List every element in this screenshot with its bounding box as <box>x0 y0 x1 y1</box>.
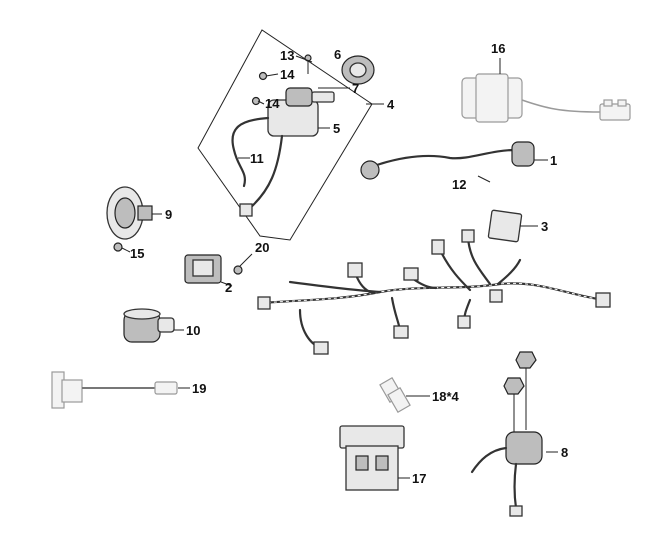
relay-connector <box>599 103 631 121</box>
relay-pin-a <box>603 99 613 107</box>
connector-k <box>489 289 503 303</box>
callout-5: 5 <box>333 121 340 136</box>
seat-lock-cap-inner <box>349 62 367 78</box>
label-card-3 <box>487 209 523 243</box>
horn-9 <box>106 186 153 240</box>
fuse-box-body <box>345 445 399 491</box>
solenoid-plug <box>509 505 523 517</box>
sensor-top <box>123 308 161 320</box>
nut-top <box>515 351 537 369</box>
callout-7: 7 <box>352 81 359 96</box>
callout-10: 10 <box>186 323 200 338</box>
connector-c <box>393 325 409 339</box>
connector-left <box>257 296 271 310</box>
leader-13 <box>295 55 313 63</box>
group-outline <box>197 29 373 241</box>
callout-20: 20 <box>255 240 269 255</box>
relay-core <box>475 73 509 123</box>
leader-20 <box>239 253 253 267</box>
main-harness <box>257 229 611 355</box>
bolt-20 <box>233 265 243 275</box>
bolt-15 <box>113 242 123 252</box>
leader-lines <box>121 55 558 479</box>
leader-14a <box>265 73 279 77</box>
screw-12 <box>477 175 491 183</box>
harness-branch-e <box>466 236 492 286</box>
cable-plug <box>61 379 83 403</box>
sensor-plug <box>157 317 175 333</box>
solenoid-wire-b <box>513 462 518 510</box>
relay-pin-b <box>617 99 627 107</box>
harness-branch-i <box>496 258 522 286</box>
callout-4: 4 <box>387 97 395 112</box>
callout-6: 6 <box>334 47 341 62</box>
harness-trunk-wrap <box>261 282 606 304</box>
coil-lead <box>366 148 517 170</box>
callout-labels: 1 2 3 4 5 6 7 8 9 10 11 12 13 14 14 15 1… <box>130 41 568 486</box>
callout-14-upper: 14 <box>280 67 295 82</box>
fuse-slot-b <box>375 455 389 471</box>
callout-15: 15 <box>130 246 144 261</box>
sensor-10 <box>123 308 175 343</box>
solenoid-body <box>505 431 543 465</box>
callout-16: 16 <box>491 41 505 56</box>
solenoid-wire-a <box>470 446 508 474</box>
connector-f <box>347 262 363 278</box>
callout-13: 13 <box>280 48 294 63</box>
callout-1: 1 <box>550 153 557 168</box>
screw-14-upper <box>258 71 268 81</box>
callout-12: 12 <box>452 177 466 192</box>
starter-relay-16 <box>461 73 631 123</box>
lock-connector <box>239 203 253 217</box>
callout-8: 8 <box>561 445 568 460</box>
connector-h <box>457 315 471 329</box>
connector-g <box>403 267 419 281</box>
nut-mid <box>503 377 525 395</box>
fuses-18 <box>379 377 411 413</box>
fuse-slot-a <box>355 455 369 471</box>
leader-14b <box>257 100 265 105</box>
fuse-box-17 <box>339 425 405 491</box>
cable-connector <box>154 381 178 395</box>
connector-d <box>431 239 445 255</box>
callout-9: 9 <box>165 207 172 222</box>
spark-plug-cap <box>360 160 380 180</box>
horn-bracket <box>137 205 153 221</box>
cable-19 <box>51 371 178 409</box>
callout-14-lower: 14 <box>265 96 280 111</box>
key <box>311 91 335 103</box>
lock-cylinder <box>285 87 313 107</box>
harness-branch-d <box>438 248 472 292</box>
coil-body <box>511 141 535 167</box>
regulator-face <box>192 259 214 277</box>
leader-2 <box>220 281 233 287</box>
relay-wire <box>521 99 601 113</box>
callout-3: 3 <box>541 219 548 234</box>
horn-center <box>114 197 136 229</box>
cable-11 <box>231 116 270 188</box>
fuse-box-lid <box>339 425 405 449</box>
harness-trunk <box>260 282 607 305</box>
lock-wire <box>248 134 284 210</box>
ignition-assembly-group <box>197 29 375 241</box>
ignition-coil-1 <box>360 141 535 180</box>
connector-right <box>595 292 611 308</box>
harness-branch-c <box>390 296 402 332</box>
connector-b <box>313 341 329 355</box>
fuse-b <box>387 387 411 413</box>
connector-e <box>461 229 475 243</box>
callout-2: 2 <box>225 280 232 295</box>
callout-17: 17 <box>412 471 426 486</box>
screw-14-lower <box>251 96 261 106</box>
leader-15 <box>121 247 131 253</box>
starter-solenoid-8 <box>470 351 543 517</box>
callout-18: 18*4 <box>432 389 460 404</box>
callout-19: 19 <box>192 381 206 396</box>
callout-11: 11 <box>250 151 264 166</box>
